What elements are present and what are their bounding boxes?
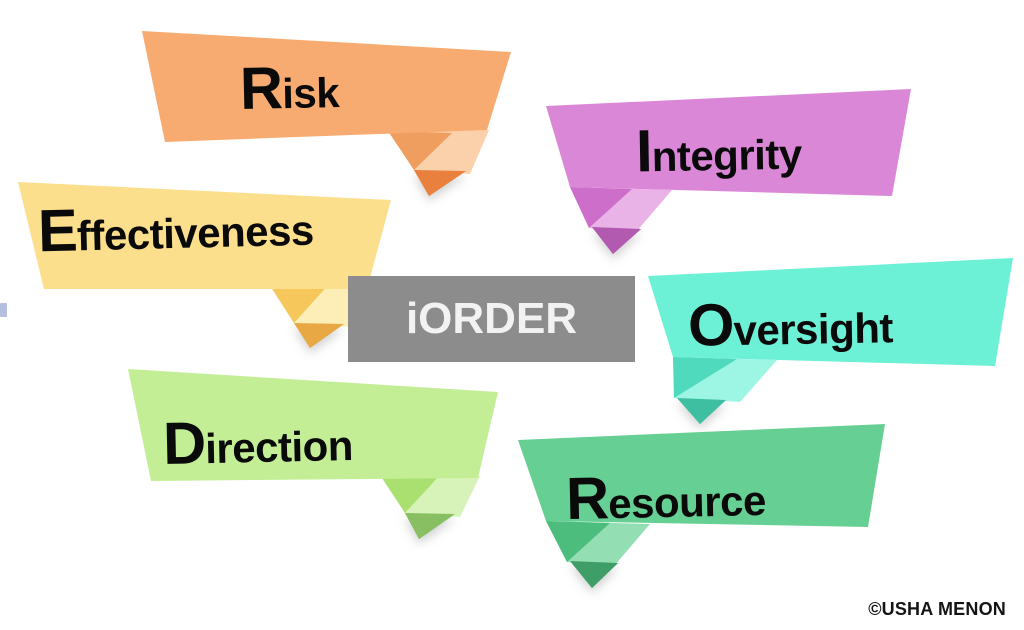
direction-rest: irection	[204, 422, 354, 473]
integrity-initial: I	[635, 117, 653, 185]
integrity-body	[546, 89, 911, 196]
resource-tail-drop-front	[570, 561, 618, 588]
effectiveness-fold-dark	[267, 281, 330, 323]
direction-fold-dark	[378, 472, 441, 513]
direction-body	[128, 369, 498, 481]
iorder-center-box: iORDER	[348, 276, 635, 362]
banner-label-resource: Resource	[565, 464, 767, 533]
integrity-rest: ntegrity	[651, 130, 803, 181]
effectiveness-initial: E	[37, 196, 78, 265]
oversight-tail-drop-front	[677, 398, 726, 424]
risk-fold-dark	[388, 131, 452, 170]
iorder-label: iORDER	[405, 294, 578, 343]
banner-label-oversight: Oversight	[687, 291, 894, 359]
integrity-fold-dark	[570, 187, 632, 228]
left-edge-artifact	[0, 303, 7, 317]
banner-label-risk: Risk	[239, 54, 340, 123]
resource-rest: esource	[607, 476, 767, 528]
resource-fold-dark	[546, 521, 610, 562]
resource-body	[518, 424, 885, 527]
effectiveness-body	[18, 182, 391, 289]
oversight-initial: O	[687, 290, 734, 359]
banner-label-direction: Direction	[162, 409, 354, 477]
resource-initial: R	[565, 464, 609, 533]
integrity-tail-drop-front	[592, 227, 641, 254]
banner-shape-resource	[518, 424, 885, 588]
direction-tail-drop-front	[405, 513, 455, 539]
oversight-body	[648, 258, 1013, 366]
banner-shape-oversight	[648, 258, 1013, 424]
banner-shape-effectiveness	[18, 182, 391, 348]
risk-tail-drop-front	[414, 170, 466, 196]
risk-rest: isk	[281, 68, 340, 118]
risk-body	[142, 31, 511, 142]
effectiveness-tail-drop-front	[294, 323, 344, 348]
oversight-rest: versight	[733, 304, 894, 354]
banner-label-integrity: Integrity	[635, 117, 803, 185]
banner-shape-integrity	[546, 89, 911, 254]
copyright-notice: ©USHA MENON	[868, 599, 1006, 619]
banner-shape-direction	[128, 369, 498, 539]
risk-initial: R	[239, 54, 283, 123]
banner-shape-risk	[142, 31, 511, 196]
direction-initial: D	[162, 409, 206, 477]
oversight-fold-dark	[673, 357, 737, 398]
banner-label-effectiveness: Effectiveness	[37, 195, 315, 265]
effectiveness-rest: ffectiveness	[76, 206, 315, 260]
